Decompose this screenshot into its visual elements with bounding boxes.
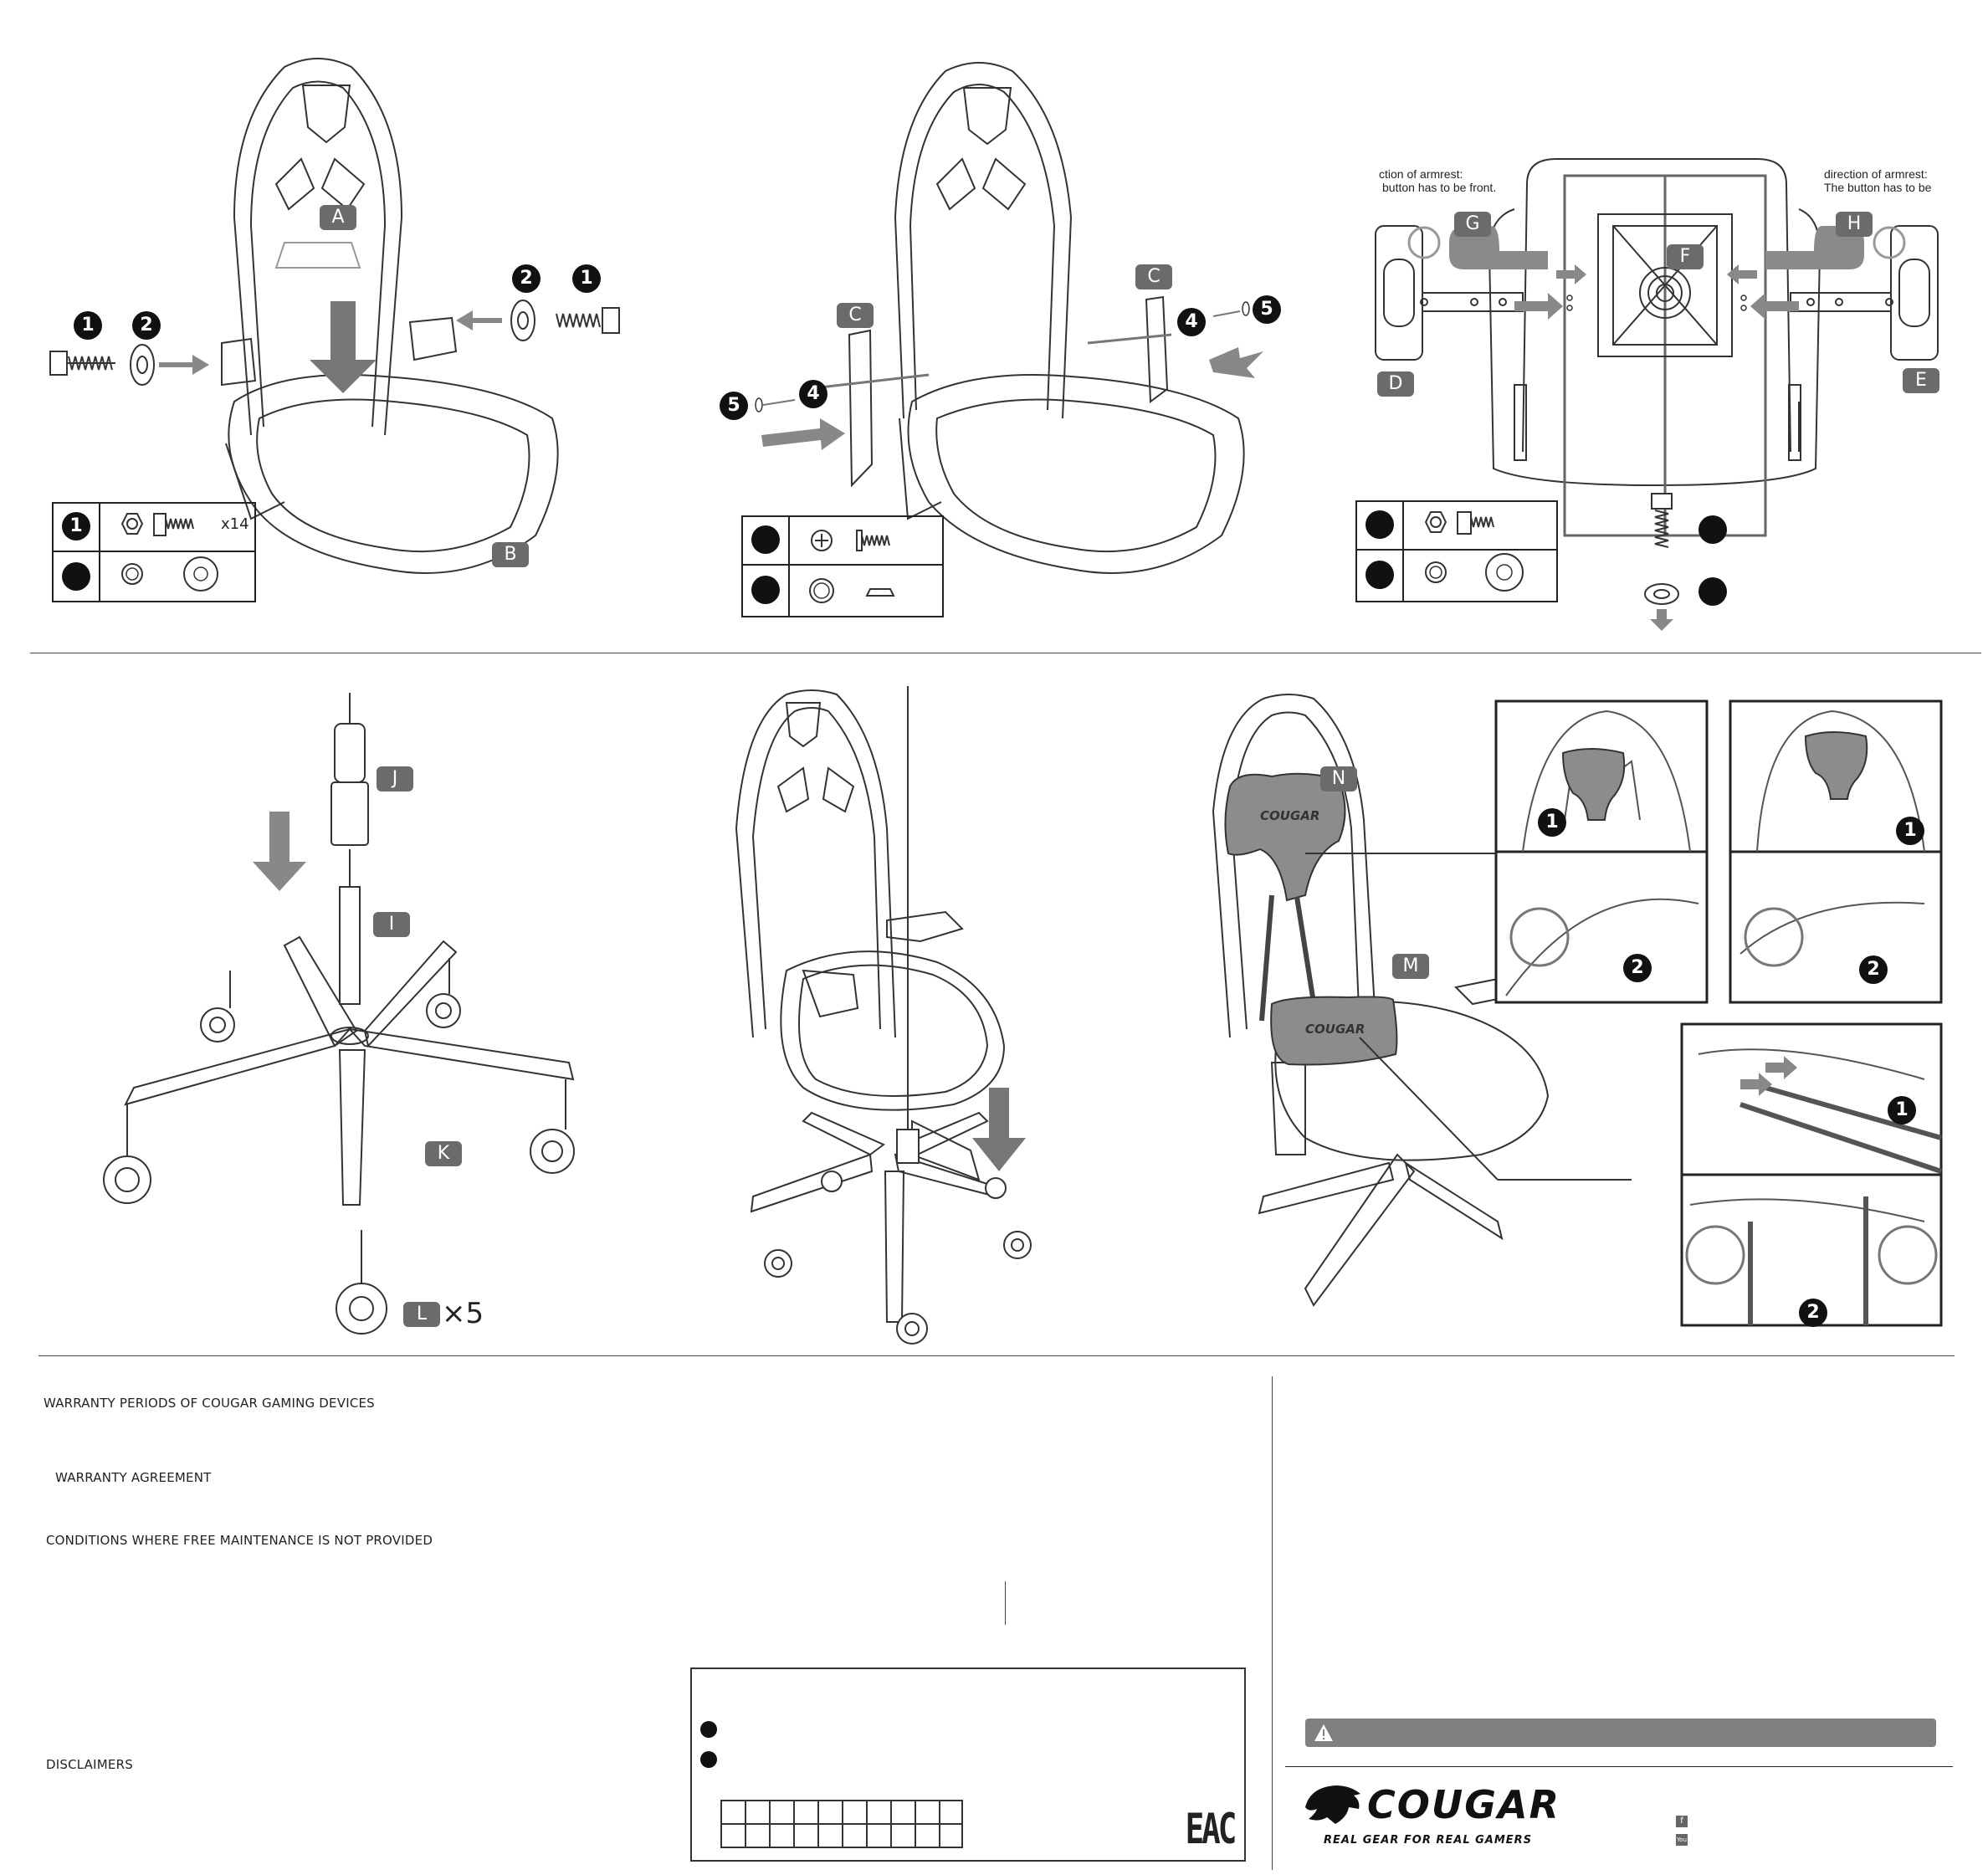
headrest-inset-grid bbox=[1494, 699, 1943, 1327]
part-label-b: B bbox=[492, 542, 529, 567]
step-3-callout-a bbox=[1699, 515, 1727, 544]
brand-tagline: REAL GEAR FOR REAL GAMERS bbox=[1324, 1834, 1533, 1847]
table-callout-2 bbox=[62, 562, 90, 591]
cert-bullet-1 bbox=[700, 1721, 717, 1738]
svg-text:COUGAR: COUGAR bbox=[1260, 808, 1319, 823]
part-label-h: H bbox=[1836, 212, 1873, 237]
youtube-icon[interactable]: You bbox=[1676, 1834, 1688, 1846]
table-callout-5 bbox=[751, 576, 780, 604]
armrest-note-right: direction of armrest: The button has to … bbox=[1824, 167, 1931, 194]
disclaimers-title: DISCLAIMERS bbox=[46, 1757, 133, 1772]
step-6-panel: COUGAR COUGAR N M bbox=[1180, 686, 1950, 1355]
footer-rule bbox=[1285, 1766, 1953, 1767]
part-label-j: J bbox=[377, 766, 413, 791]
inset-callout-2-b: 2 bbox=[1859, 955, 1888, 984]
step-5-chair-illustration bbox=[735, 686, 1032, 1345]
conditions-title: CONDITIONS WHERE FREE MAINTENANCE IS NOT… bbox=[46, 1533, 433, 1548]
callout-2-right: 2 bbox=[512, 264, 541, 293]
step-1-panel: A B 1 2 2 1 1 x14 bbox=[33, 50, 636, 611]
screw-icon bbox=[120, 513, 218, 592]
part-label-g: G bbox=[1454, 212, 1491, 237]
svg-text:COUGAR: COUGAR bbox=[1305, 1022, 1365, 1037]
facebook-icon[interactable]: f bbox=[1676, 1816, 1688, 1827]
part-label-m: M bbox=[1392, 954, 1429, 979]
armrest-note-right-line2: The button has to be bbox=[1824, 181, 1932, 194]
step-3-armrest-illustration bbox=[1375, 158, 1939, 631]
armrest-note-left-line1: ction of armrest: bbox=[1379, 167, 1463, 181]
part-label-d: D bbox=[1377, 371, 1414, 397]
step-2-panel: C C 5 4 4 5 bbox=[720, 50, 1305, 628]
caster-quantity: ×5 bbox=[442, 1297, 484, 1330]
step-5-panel bbox=[720, 686, 1054, 1355]
warranty-agreement-title: WARRANTY AGREEMENT bbox=[55, 1470, 212, 1485]
cougar-head-icon bbox=[1305, 1785, 1360, 1824]
table-callout-b bbox=[1365, 561, 1394, 589]
armrest-note-right-line1: direction of armrest: bbox=[1824, 167, 1928, 181]
inset-callout-1-a: 1 bbox=[1538, 808, 1566, 837]
part-label-n: N bbox=[1320, 766, 1357, 791]
brand-logo-text: COUGAR bbox=[1367, 1782, 1560, 1827]
part-label-f: F bbox=[1667, 244, 1704, 269]
step-3-callout-b bbox=[1699, 577, 1727, 606]
step-1-chair-illustration bbox=[49, 58, 620, 574]
part-label-i: I bbox=[373, 912, 410, 937]
step-3-parts-table bbox=[1355, 500, 1558, 602]
step-3-panel: G H F D E ction of armrest: button has t… bbox=[1347, 50, 1966, 636]
callout-4-right: 4 bbox=[1177, 308, 1206, 336]
callout-1-left: 1 bbox=[74, 311, 102, 340]
table-callout-1: 1 bbox=[62, 512, 90, 540]
step-2-parts-table bbox=[741, 515, 944, 617]
inset-callout-2-a: 2 bbox=[1623, 954, 1652, 982]
armrest-note-left-line2: button has to be front. bbox=[1382, 181, 1497, 194]
callout-1-right: 1 bbox=[572, 264, 601, 293]
callout-5-left: 5 bbox=[720, 392, 748, 420]
part-label-a: A bbox=[320, 205, 356, 230]
table-callout-a bbox=[1365, 510, 1394, 539]
table-callout-4 bbox=[751, 525, 780, 554]
armrest-note-left: ction of armrest: button has to be front… bbox=[1379, 167, 1496, 194]
warranty-periods-title: WARRANTY PERIODS OF COUGAR GAMING DEVICE… bbox=[44, 1396, 375, 1411]
part-label-c-left: C bbox=[837, 303, 874, 328]
column-divider bbox=[1272, 1376, 1273, 1870]
step-2-chair-illustration bbox=[755, 62, 1263, 574]
inset-callout-1-b: 1 bbox=[1896, 817, 1924, 845]
bolt-washer-icon bbox=[1424, 511, 1524, 592]
step-4-base-illustration bbox=[103, 693, 575, 1335]
warning-triangle-icon bbox=[1314, 1724, 1333, 1741]
part-label-e: E bbox=[1903, 368, 1939, 393]
serial-grid bbox=[720, 1800, 963, 1848]
callout-2-left: 2 bbox=[132, 311, 161, 340]
inset-callout-1-c: 1 bbox=[1888, 1096, 1916, 1124]
bolt-icon bbox=[809, 530, 895, 603]
step-4-panel: J I K L ×5 bbox=[84, 686, 602, 1355]
certification-box: EAC bbox=[690, 1668, 1246, 1862]
step-1-parts-table: 1 x14 bbox=[52, 502, 256, 602]
cert-bullet-2 bbox=[700, 1751, 717, 1768]
inset-callout-2-c: 2 bbox=[1799, 1299, 1827, 1327]
callout-4-left: 4 bbox=[799, 380, 827, 408]
callout-5-right: 5 bbox=[1253, 295, 1281, 324]
part-label-k: K bbox=[425, 1141, 462, 1166]
short-divider bbox=[1005, 1581, 1006, 1625]
warning-bar bbox=[1305, 1719, 1936, 1747]
screw-quantity: x14 bbox=[221, 515, 249, 533]
part-label-c-right: C bbox=[1135, 264, 1172, 289]
divider-middle bbox=[38, 1355, 1955, 1356]
eac-mark: EAC bbox=[1185, 1805, 1237, 1853]
part-label-l: L bbox=[403, 1302, 440, 1327]
